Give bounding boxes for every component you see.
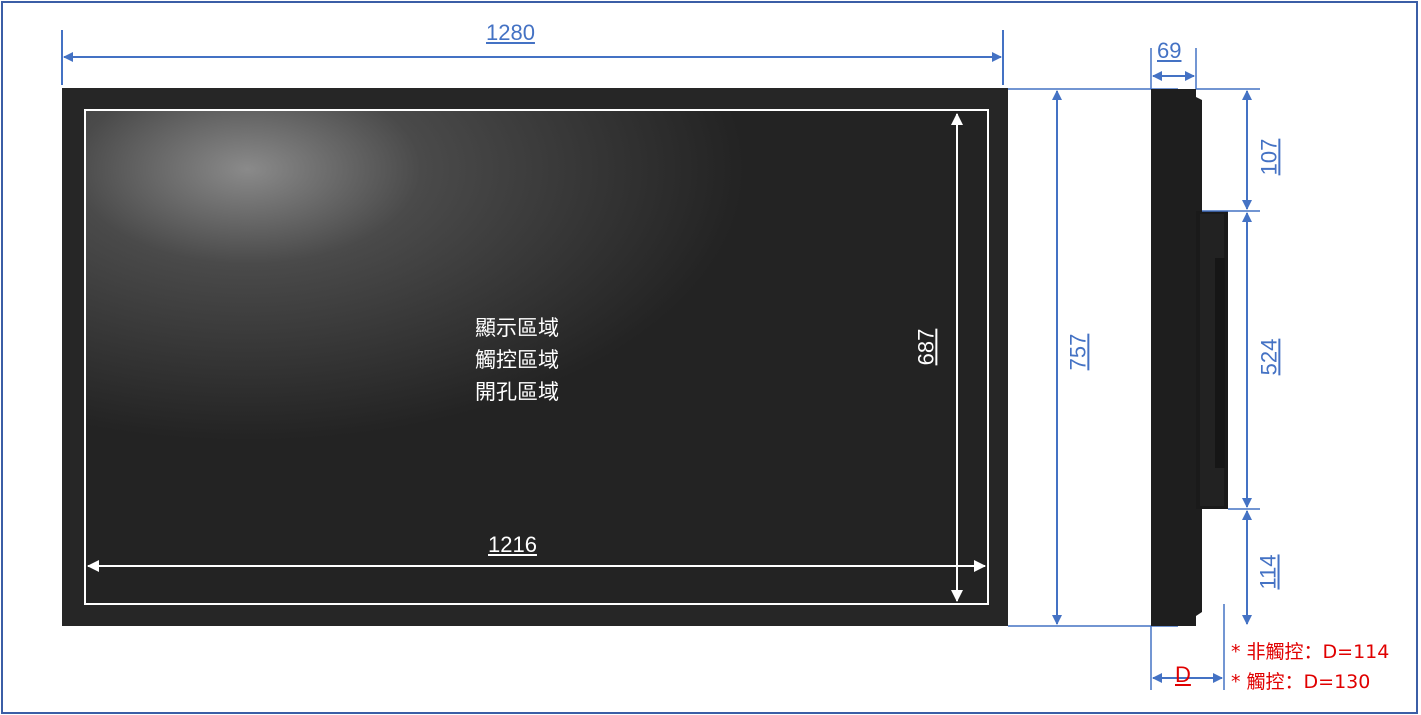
area-label-opening: 開孔區域	[475, 380, 559, 404]
inner-width-label: 1216	[488, 532, 537, 557]
area-label-display: 顯示區域	[475, 316, 559, 340]
depth-top-dimension	[1150, 48, 1197, 89]
overall-height-label: 757	[1065, 333, 1091, 371]
depth-top-label: 69	[1157, 38, 1182, 63]
overall-width-label: 1280	[486, 20, 535, 45]
display-area-outline	[84, 109, 989, 605]
depth-d-label: D	[1175, 662, 1191, 687]
side-panel	[1151, 89, 1228, 626]
front-panel	[62, 88, 1008, 626]
inner-height-label: 687	[913, 328, 939, 366]
bottom-segment-label: 114	[1255, 554, 1281, 590]
top-segment-label: 107	[1256, 138, 1282, 176]
area-label-touch: 觸控區域	[475, 348, 559, 372]
overall-width-dimension	[61, 30, 1004, 85]
depth-d-dimension	[1150, 604, 1225, 690]
note-touch: * 觸控：D=130	[1231, 671, 1371, 693]
overall-height-dimension	[1008, 88, 1178, 627]
side-segment-dimensions	[1196, 88, 1260, 625]
display-area	[85, 110, 988, 604]
note-non-touch: * 非觸控：D=114	[1231, 641, 1390, 663]
middle-segment-label: 524	[1256, 338, 1282, 376]
